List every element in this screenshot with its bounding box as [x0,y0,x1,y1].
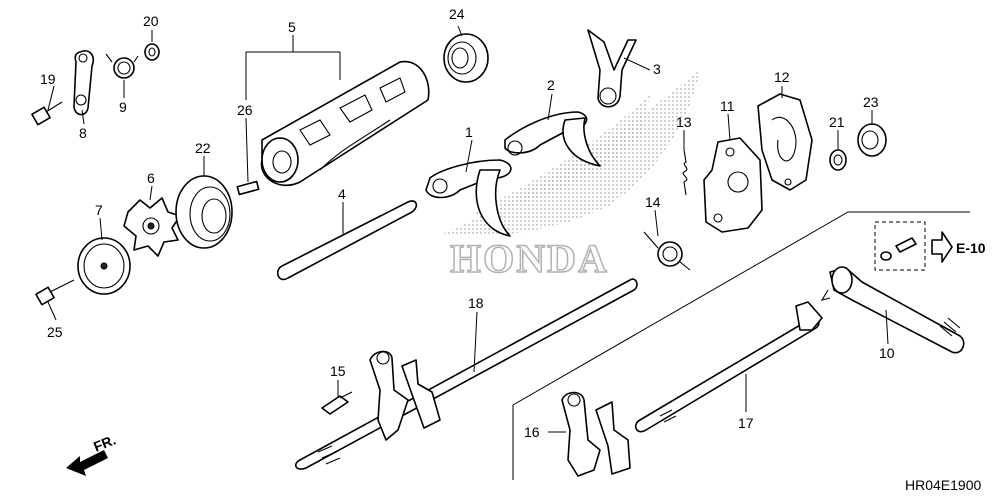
callout-13: 13 [676,114,692,130]
callout-17: 17 [738,415,754,431]
washer-21 [829,149,847,171]
bolt-19 [31,101,63,126]
pin-26 [236,180,260,196]
callout-3: 3 [653,61,661,77]
callout-15: 15 [330,363,346,379]
callout-24: 24 [449,6,465,22]
gearshift-spindle-10 [820,266,965,354]
reference-e10-group [874,221,953,271]
callout-1: 1 [465,124,473,140]
guide-plate-12 [757,93,813,191]
callout-16: 16 [524,424,540,440]
spring-13 [682,149,688,196]
callout-6: 6 [147,170,155,186]
shift-fork-1 [425,159,512,237]
shift-fork-shaft-4 [276,200,418,281]
callout-2: 2 [547,77,555,93]
spring-14 [643,231,691,271]
front-marker-label: FR. [91,431,118,454]
reference-e10-label: E-10 [956,240,986,256]
callout-25: 25 [47,324,63,340]
shift-drum-center-6 [123,197,181,257]
callout-20: 20 [143,13,159,29]
callout-19: 19 [40,71,56,87]
callout-10: 10 [879,345,895,361]
shift-shaft-18 [294,278,638,470]
shift-shaft-17 [634,301,823,433]
section-divider-line [512,211,970,480]
callout-7: 7 [95,202,103,218]
reference-arrow [931,231,953,263]
diagram-code: HR04E1900 [905,477,981,493]
honda-wing-watermark: HONDA [440,70,700,282]
plate-7 [77,237,131,295]
bearing-23 [857,123,887,157]
callout-5: 5 [288,19,296,35]
callout-21: 21 [829,114,845,130]
shift-fork-3 [587,29,637,108]
washer-20 [144,43,160,61]
front-direction-marker: FR. [66,431,118,476]
callout-12: 12 [774,69,790,85]
spring-9 [105,53,139,79]
callout-14: 14 [645,194,661,210]
callout-labels: 1 2 3 4 5 6 7 8 9 10 11 12 13 14 15 16 1… [40,6,895,440]
callout-4: 4 [338,186,346,202]
front-arrow-icon [66,450,108,476]
callout-23: 23 [863,94,879,110]
leader-lines [47,25,889,433]
callout-11: 11 [720,98,735,114]
plate-11 [703,137,763,233]
callout-26: 26 [237,102,253,118]
stopper-arm-8 [73,50,95,116]
honda-watermark-text: HONDA [450,236,609,281]
callout-8: 8 [79,125,87,141]
bearing-22 [175,175,233,249]
bolt-15 [321,391,353,415]
callout-9: 9 [119,99,127,115]
shift-fork-2 [504,111,601,167]
bearing-24 [443,33,489,83]
shift-arm-16 [561,391,631,477]
callout-18: 18 [468,295,484,311]
callout-22: 22 [195,140,211,156]
shift-drum-5 [260,60,430,187]
bolt-25 [35,279,75,306]
